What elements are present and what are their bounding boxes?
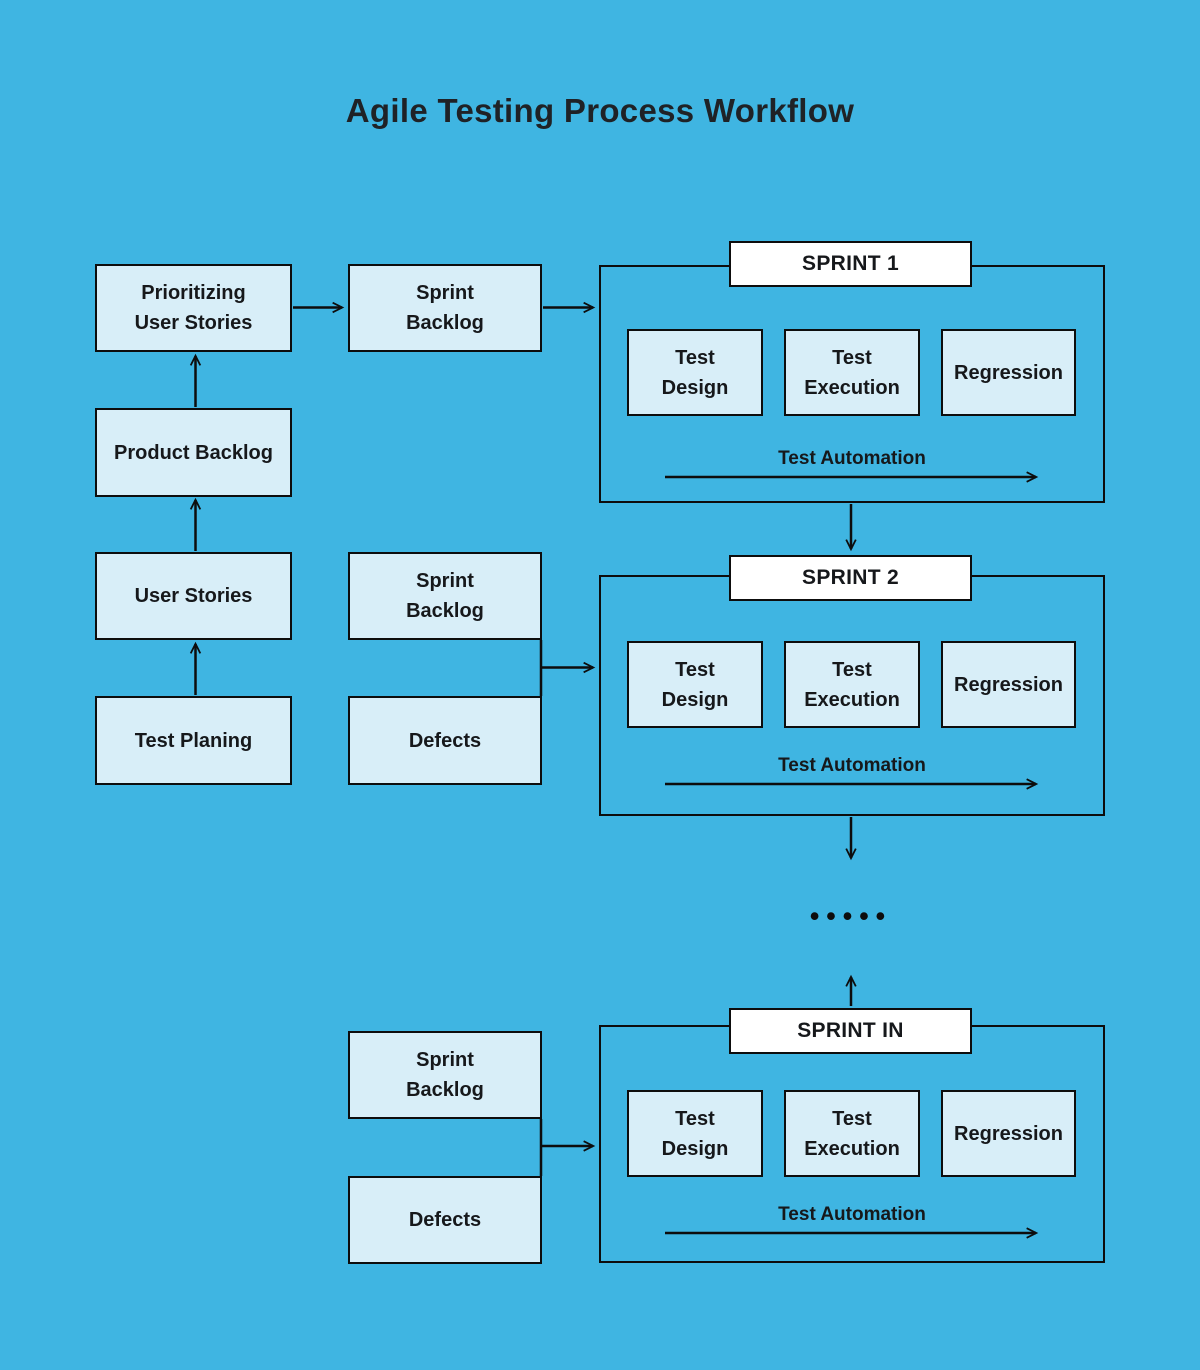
sprint-in-task-test-execution: Test Execution — [784, 1090, 920, 1177]
node-sprint-backlog-3: Sprint Backlog — [348, 1031, 542, 1119]
sprint-2-task-regression: Regression — [941, 641, 1076, 728]
sprint-2-header: SPRINT 2 — [729, 555, 972, 601]
page-title: Agile Testing Process Workflow — [345, 92, 855, 129]
node-user-stories: User Stories — [95, 552, 292, 640]
node-defects-3: Defects — [348, 1176, 542, 1264]
sprint-1-task-test-execution: Test Execution — [784, 329, 920, 416]
sprint-1-header: SPRINT 1 — [729, 241, 972, 287]
sprint-1-test-automation-label: Test Automation — [778, 448, 926, 469]
sprint-in-task-test-design: Test Design — [627, 1090, 763, 1177]
node-test-planing: Test Planing — [95, 696, 292, 785]
sprint-2-task-test-design: Test Design — [627, 641, 763, 728]
sprint-1-task-test-design: Test Design — [627, 329, 763, 416]
sprint-2-test-automation-label: Test Automation — [778, 755, 926, 776]
sprint-1-task-regression: Regression — [941, 329, 1076, 416]
sprint-in-header: SPRINT IN — [729, 1008, 972, 1054]
sprint-in-test-automation-label: Test Automation — [778, 1204, 926, 1225]
node-defects-2: Defects — [348, 696, 542, 785]
sprint-in-task-regression: Regression — [941, 1090, 1076, 1177]
more-sprints-ellipsis: ••••• — [809, 901, 893, 931]
node-product-backlog: Product Backlog — [95, 408, 292, 497]
node-sprint-backlog-1: Sprint Backlog — [348, 264, 542, 352]
node-prioritizing-user-stories: Prioritizing User Stories — [95, 264, 292, 352]
sprint-2-task-test-execution: Test Execution — [784, 641, 920, 728]
node-sprint-backlog-2: Sprint Backlog — [348, 552, 542, 640]
